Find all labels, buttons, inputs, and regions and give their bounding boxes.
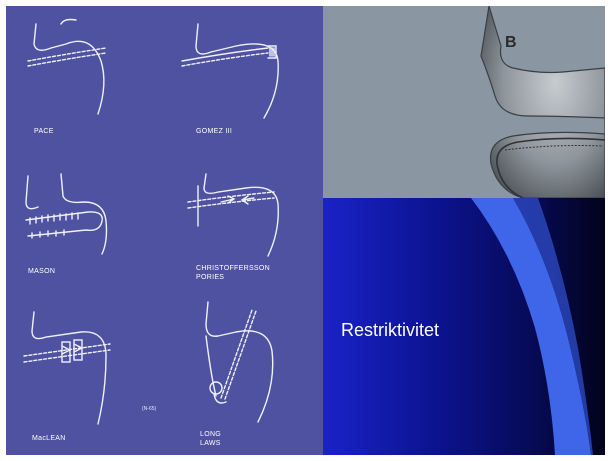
figure-note: (N-65)	[142, 406, 156, 412]
long-laws-drawing	[206, 302, 273, 422]
label-gomez: GOMEZ III	[196, 127, 232, 136]
label-pace: PACE	[34, 127, 54, 136]
label-maclean: MacLEAN	[32, 434, 66, 443]
slide: PACE GOMEZ III MASON CHRISTOFFERSSON POR…	[6, 6, 605, 455]
maclean-drawing	[24, 312, 110, 424]
christoffersson-drawing	[188, 174, 278, 256]
pace-drawing	[28, 20, 106, 115]
figure-letter: B	[505, 34, 517, 52]
stomach-illustration-panel: B	[323, 6, 605, 198]
gomez-drawing	[182, 24, 278, 118]
label-mason: MASON	[28, 267, 55, 276]
slide-title: Restriktivitet	[341, 320, 439, 341]
title-panel: Restriktivitet	[323, 198, 605, 455]
technique-diagrams-panel: PACE GOMEZ III MASON CHRISTOFFERSSON POR…	[6, 6, 323, 455]
technique-drawings	[6, 6, 323, 455]
label-christoffersson: CHRISTOFFERSSON PORIES	[196, 264, 270, 282]
label-long-laws: LONG LAWS	[200, 430, 221, 448]
mason-drawing	[26, 174, 107, 254]
stomach-illustration	[323, 6, 605, 198]
